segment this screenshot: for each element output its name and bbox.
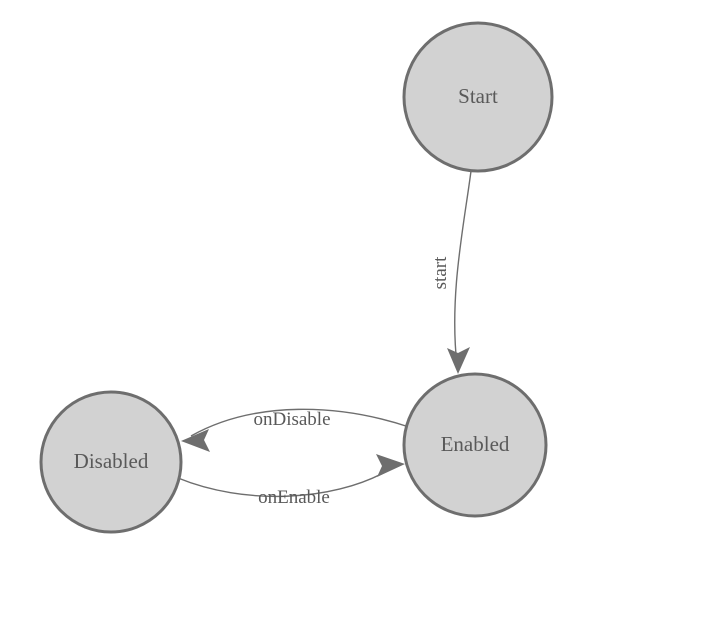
arrowhead-into-disabled bbox=[181, 429, 210, 452]
node-disabled-label: Disabled bbox=[74, 449, 149, 473]
edge-path-enabled-to-disabled bbox=[190, 408, 410, 437]
edge-disabled-to-enabled[interactable]: onEnable bbox=[177, 454, 405, 508]
node-start-label: Start bbox=[458, 84, 498, 108]
arrowhead-into-enabled-top bbox=[447, 347, 470, 374]
edge-label-ondisable: onDisable bbox=[253, 409, 330, 430]
arrowhead-into-enabled-side bbox=[376, 454, 405, 477]
edge-label-onenable: onEnable bbox=[258, 487, 330, 508]
node-enabled[interactable]: Enabled bbox=[402, 372, 548, 518]
node-start-circle[interactable] bbox=[402, 21, 554, 173]
edge-path-start-to-enabled bbox=[454, 170, 472, 366]
edge-enabled-to-disabled[interactable]: onDisable bbox=[181, 408, 410, 452]
node-enabled-label: Enabled bbox=[441, 432, 510, 456]
node-start[interactable]: Start bbox=[402, 21, 554, 173]
node-disabled[interactable]: Disabled bbox=[39, 390, 183, 534]
node-enabled-circle[interactable] bbox=[402, 372, 548, 518]
edge-start-to-enabled[interactable]: start bbox=[430, 170, 472, 374]
edge-path-disabled-to-enabled bbox=[177, 470, 388, 498]
node-disabled-circle[interactable] bbox=[39, 390, 183, 534]
edge-label-start: start bbox=[430, 256, 451, 289]
